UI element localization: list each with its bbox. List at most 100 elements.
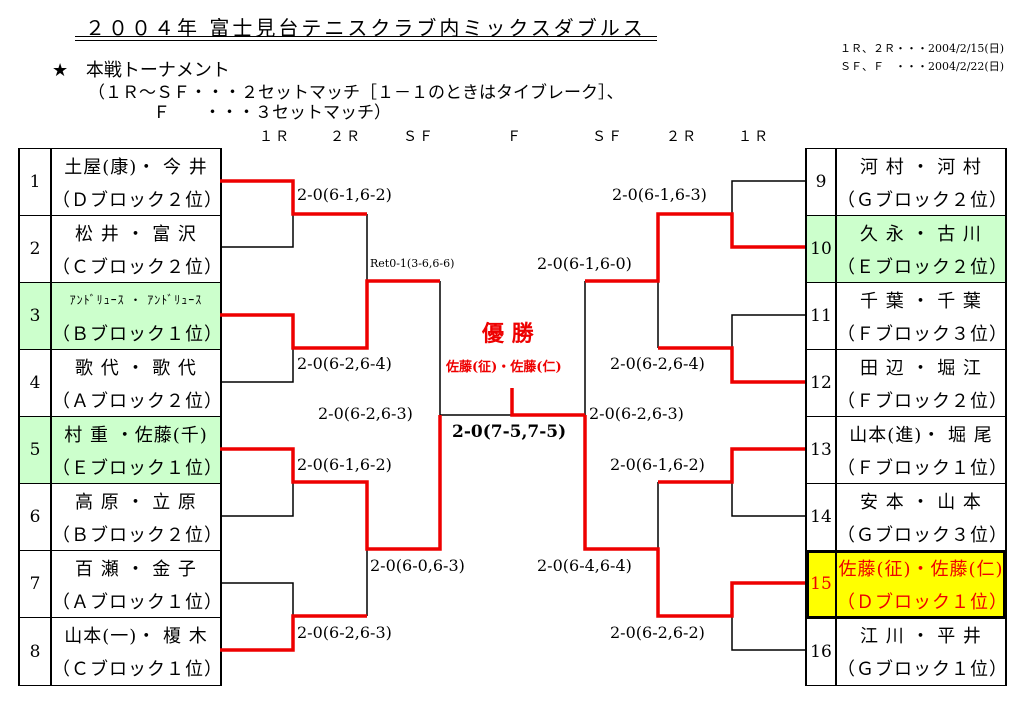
player-names: 安 本 ・ 山 本 xyxy=(860,491,982,513)
winner-line xyxy=(220,179,367,216)
player-names: 歌 代 ・ 歌 代 xyxy=(75,357,197,379)
seed-number: 3 xyxy=(20,283,52,349)
champion-label: 優 勝 xyxy=(482,321,534,347)
qualifying-block: （Ａブロック２位） xyxy=(52,390,223,412)
seed-number: 4 xyxy=(20,350,52,416)
bracket-line xyxy=(731,616,805,651)
score-r2r-2: 2-0(6-4,6-4) xyxy=(537,556,632,575)
round-header-r1r: １Ｒ xyxy=(738,129,770,145)
player-names: 千 葉 ・ 千 葉 xyxy=(860,290,982,312)
schedule-line-1: １Ｒ、２Ｒ・・・2004/2/15(日) xyxy=(840,42,1004,55)
qualifying-block: （Ｃブロック１位） xyxy=(52,658,223,680)
score-lsf: 2-0(6-2,6-3) xyxy=(318,404,413,423)
winner-line xyxy=(658,447,805,484)
qualifying-block: （Ｇブロック２位） xyxy=(837,189,1008,211)
seed-number: 10 xyxy=(807,216,837,282)
seed-number: 6 xyxy=(20,484,52,550)
section-heading: ★ 本戦トーナメント xyxy=(52,56,230,82)
player-entry: 3 ｱﾝﾄﾞﾘｭｰｽ ・ ｱﾝﾄﾞﾘｭｰｽ （Ｂブロック１位） xyxy=(20,283,223,350)
player-names: 佐藤(征)・佐藤(仁) xyxy=(838,558,1004,580)
score-l1r-4: 2-0(6-2,6-3) xyxy=(297,623,392,642)
qualifying-block: （Ｂブロック１位） xyxy=(52,323,223,345)
player-entry: 14 安 本 ・ 山 本 （Ｇブロック３位） xyxy=(807,484,1008,551)
player-entry: 5 村 重 ・佐藤(千) （Ｅブロック１位） xyxy=(20,417,223,484)
seed-number: 13 xyxy=(807,417,837,483)
score-final: 2-0(7-5,7-5) xyxy=(452,422,567,442)
qualifying-block: （Ｇブロック３位） xyxy=(837,524,1008,546)
round-header-l1r: １Ｒ xyxy=(259,129,291,145)
qualifying-block: （Ｂブロック２位） xyxy=(52,524,223,546)
score-l2r-2: 2-0(6-0,6-3) xyxy=(370,556,465,575)
bracket-line xyxy=(220,482,294,517)
score-l2r-1: Ret0-1(3-6,6-6) xyxy=(370,257,455,270)
winner-line xyxy=(585,212,805,283)
winner-line xyxy=(220,279,440,350)
seed-number: 12 xyxy=(807,350,837,416)
player-entry: 11 千 葉 ・ 千 葉 （Ｆブロック３位） xyxy=(807,283,1008,350)
qualifying-block: （Ａブロック１位） xyxy=(52,591,223,613)
round-header-lsf: ＳＦ xyxy=(403,129,435,145)
player-names: 松 井 ・ 富 沢 xyxy=(75,223,197,245)
player-names: 高 原 ・ 立 原 xyxy=(75,491,197,513)
player-names: 百 瀬 ・ 金 子 xyxy=(75,558,197,580)
qualifying-block: （Ｄブロック１位） xyxy=(837,591,1008,613)
qualifying-block: （Ｄブロック２位） xyxy=(52,189,223,211)
player-names: 村 重 ・佐藤(千) xyxy=(64,424,208,446)
player-names: 河 村 ・ 河 村 xyxy=(860,156,982,178)
winner-line xyxy=(658,346,805,384)
score-r1r-1: 2-0(6-1,6-3) xyxy=(612,185,707,204)
score-r1r-3: 2-0(6-1,6-2) xyxy=(610,455,705,474)
score-l1r-1: 2-0(6-1,6-2) xyxy=(297,185,392,204)
player-entry: 2 松 井 ・ 富 沢 （Ｃブロック２位） xyxy=(20,216,223,283)
winner-line xyxy=(510,388,585,417)
score-r2r-1: 2-0(6-1,6-0) xyxy=(537,254,632,273)
title-underline xyxy=(75,36,657,41)
seed-number: 11 xyxy=(807,283,837,349)
score-r1r-4: 2-0(6-2,6-2) xyxy=(610,623,705,642)
seed-number: 7 xyxy=(20,551,52,617)
qualifying-block: （Ｆブロック３位） xyxy=(837,323,1008,345)
bracket-line xyxy=(731,314,805,348)
seed-number: 15 xyxy=(807,551,837,617)
qualifying-block: （Ｃブロック２位） xyxy=(52,256,223,278)
player-names: 山本(進)・ 堀 尾 xyxy=(849,424,993,446)
seed-number: 1 xyxy=(20,149,52,215)
player-entry: 6 高 原 ・ 立 原 （Ｂブロック２位） xyxy=(20,484,223,551)
seed-number: 16 xyxy=(807,618,837,685)
bracket-line xyxy=(439,281,512,416)
winner-line xyxy=(583,415,805,618)
champion-names: 佐藤(征)・佐藤(仁) xyxy=(446,360,562,375)
star-icon: ★ xyxy=(52,60,69,81)
section-title: 本戦トーナメント xyxy=(85,60,230,81)
round-header-rsf: ＳＦ xyxy=(592,129,624,145)
bracket-line xyxy=(220,348,294,383)
seed-number: 5 xyxy=(20,417,52,483)
winner-line xyxy=(220,614,367,652)
seed-number: 2 xyxy=(20,216,52,282)
player-names: ｱﾝﾄﾞﾘｭｰｽ ・ ｱﾝﾄﾞﾘｭｰｽ xyxy=(69,293,203,307)
qualifying-block: （Ｅブロック２位） xyxy=(837,256,1008,278)
schedule-line-2: ＳＦ、Ｆ ・・・2004/2/22(日) xyxy=(840,60,1004,73)
player-entry: 7 百 瀬 ・ 金 子 （Ａブロック１位） xyxy=(20,551,223,618)
player-names: 久 永 ・ 古 川 xyxy=(860,223,982,245)
qualifying-block: （Ｇブロック１位） xyxy=(837,658,1008,680)
score-l1r-3: 2-0(6-1,6-2) xyxy=(297,455,392,474)
score-rsf: 2-0(6-2,6-3) xyxy=(589,404,684,423)
score-r1r-2: 2-0(6-2,6-4) xyxy=(610,354,705,373)
round-header-l2r: ２Ｒ xyxy=(330,129,362,145)
player-names: 山本(一)・ 榎 木 xyxy=(64,625,208,647)
player-entry: 10 久 永 ・ 古 川 （Ｅブロック２位） xyxy=(807,216,1008,283)
seed-number: 14 xyxy=(807,484,837,550)
qualifying-block: （Ｅブロック１位） xyxy=(52,457,223,479)
bracket-line xyxy=(731,482,805,517)
round-header-final: Ｆ xyxy=(507,129,523,145)
player-entry: 4 歌 代 ・ 歌 代 （Ａブロック２位） xyxy=(20,350,223,417)
